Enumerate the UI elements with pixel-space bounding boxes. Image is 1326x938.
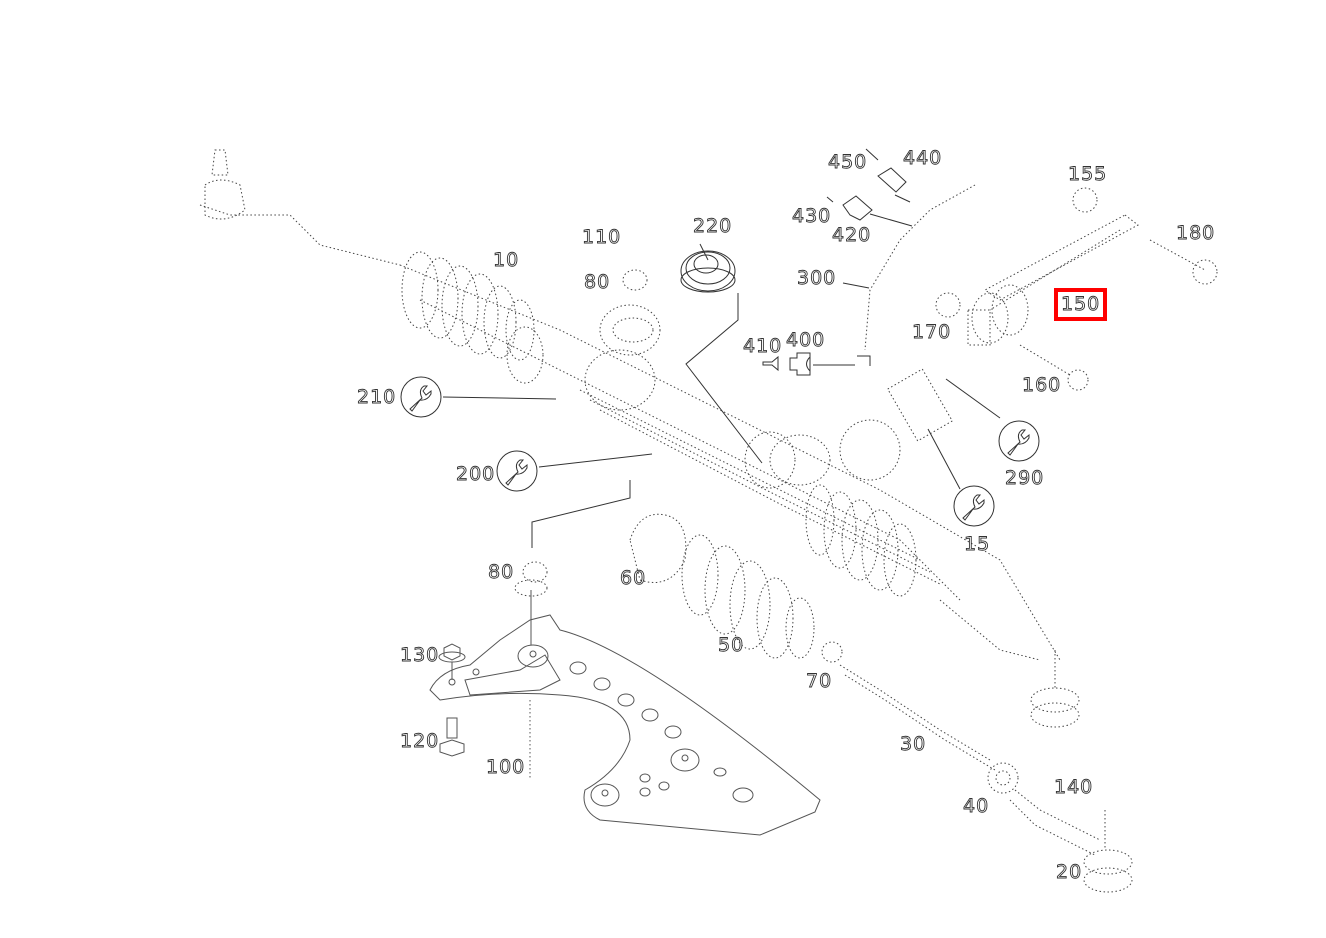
callout-50[interactable]: 50: [718, 634, 745, 656]
callout-180[interactable]: 180: [1176, 222, 1216, 244]
callout-150-highlighted[interactable]: 150: [1053, 288, 1108, 321]
steering-rack: [199, 149, 1080, 728]
callout-170[interactable]: 170: [912, 321, 952, 343]
callout-155[interactable]: 155: [1068, 163, 1108, 185]
upper-right-parts: [935, 187, 1218, 391]
callout-430[interactable]: 430: [792, 205, 832, 227]
callout-80-upper[interactable]: 80: [584, 271, 611, 293]
ring-part-220: [680, 243, 736, 293]
leader-lines: [442, 194, 1001, 548]
callout-40[interactable]: 40: [963, 795, 990, 817]
callout-70[interactable]: 70: [806, 670, 833, 692]
callout-80-lower[interactable]: 80: [488, 561, 515, 583]
boot-and-tie-rod: [629, 513, 1133, 893]
callout-420[interactable]: 420: [832, 224, 872, 246]
callout-60[interactable]: 60: [620, 567, 647, 589]
callout-110[interactable]: 110: [582, 226, 622, 248]
wrench-icon[interactable]: [998, 420, 1040, 462]
callout-120[interactable]: 120: [400, 730, 440, 752]
callout-15[interactable]: 15: [964, 533, 991, 555]
connector-parts: [762, 148, 907, 376]
callout-100[interactable]: 100: [486, 756, 526, 778]
callout-440[interactable]: 440: [903, 147, 943, 169]
small-fasteners: [514, 269, 654, 597]
callout-10[interactable]: 10: [493, 249, 520, 271]
callout-200[interactable]: 200: [456, 463, 496, 485]
wrench-icon[interactable]: [496, 450, 538, 492]
callout-300[interactable]: 300: [797, 267, 837, 289]
wrench-icon[interactable]: [953, 485, 995, 527]
subframe: [429, 590, 821, 836]
callout-210[interactable]: 210: [357, 386, 397, 408]
callout-160[interactable]: 160: [1022, 374, 1062, 396]
callout-20[interactable]: 20: [1056, 861, 1083, 883]
callout-400[interactable]: 400: [786, 329, 826, 351]
callout-30[interactable]: 30: [900, 733, 927, 755]
callout-220[interactable]: 220: [693, 215, 733, 237]
callout-290[interactable]: 290: [1005, 467, 1045, 489]
callout-450[interactable]: 450: [828, 151, 868, 173]
callout-140[interactable]: 140: [1054, 776, 1094, 798]
callout-410[interactable]: 410: [743, 335, 783, 357]
callout-130[interactable]: 130: [400, 644, 440, 666]
wrench-icon[interactable]: [400, 376, 442, 418]
